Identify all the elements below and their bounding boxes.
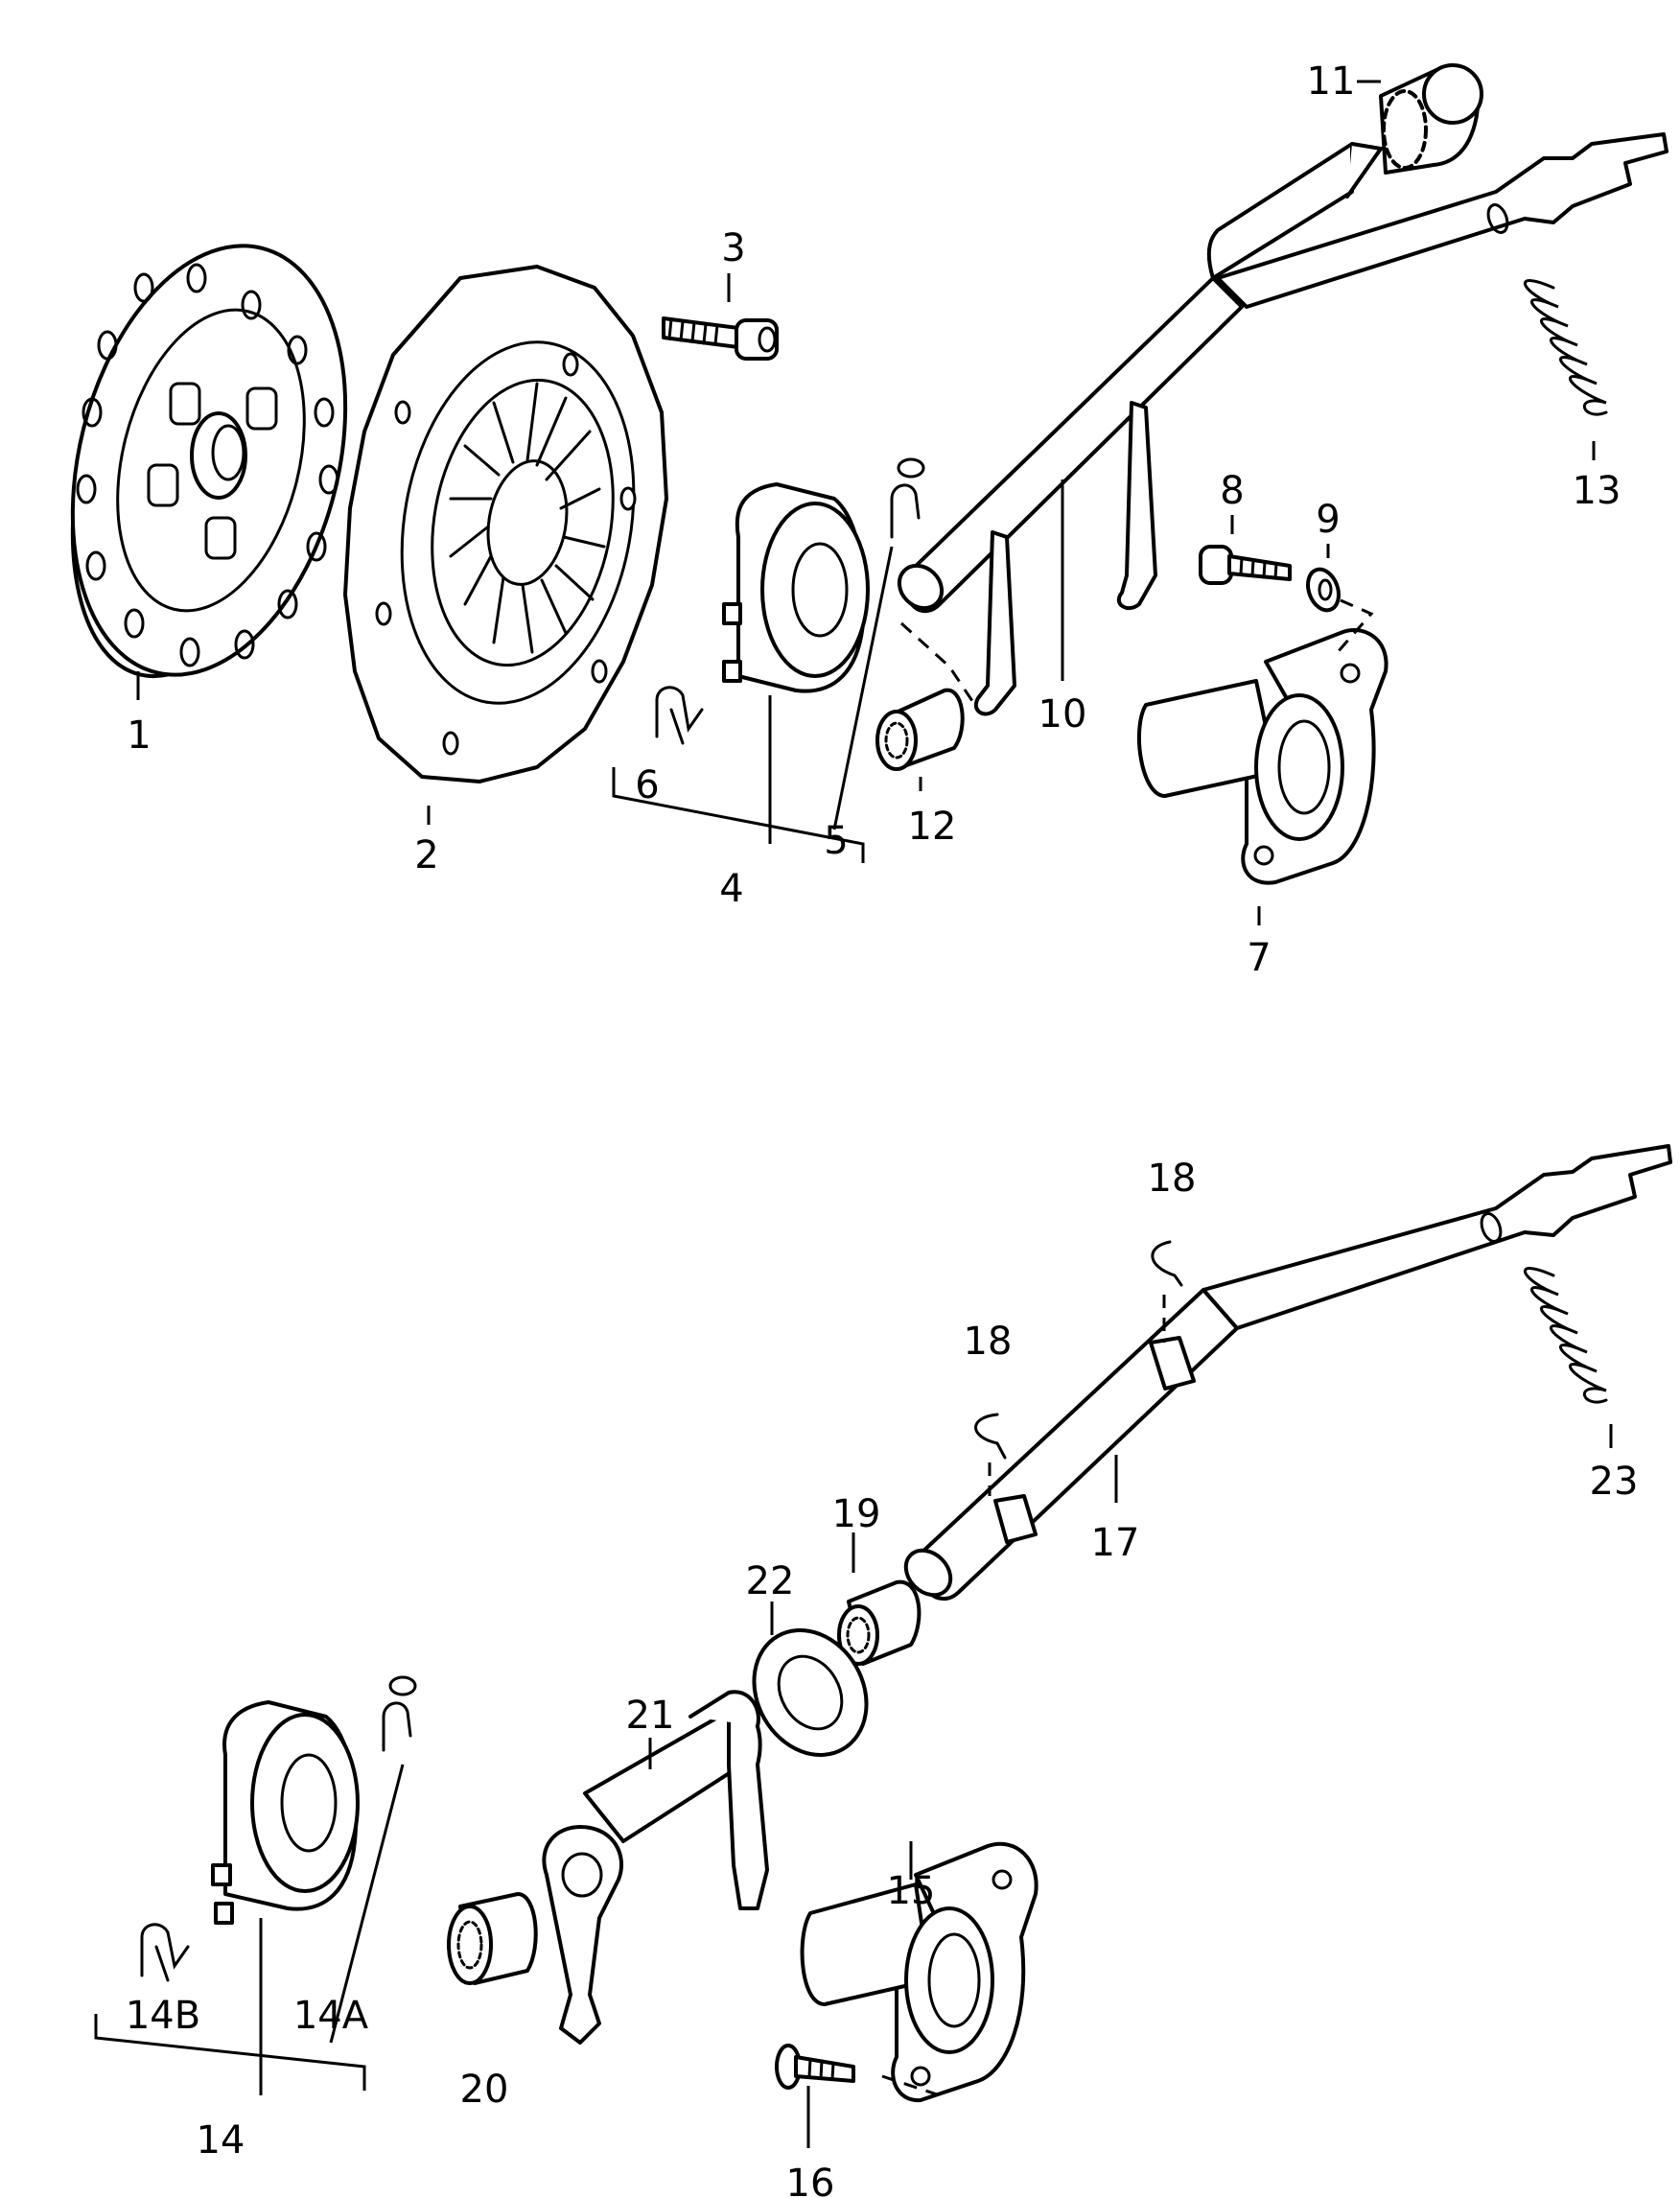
release-shaft-part: [897, 132, 1668, 716]
callout-8: 8: [1220, 469, 1244, 513]
callout-14: 14: [197, 2118, 245, 2163]
callout-labels-top: 1 2 3 4 5 6 7 8 9 10 11 12 13: [127, 59, 1621, 980]
bushing-part: [1357, 63, 1483, 175]
callout-10: 10: [1038, 692, 1087, 737]
clutch-disc-part: [70, 244, 348, 700]
bush-part: [837, 1532, 922, 1666]
callout-23: 23: [1590, 1460, 1639, 1504]
callout-19: 19: [832, 1492, 881, 1536]
pressure-plate-part: [343, 265, 668, 825]
release-bearing-part: [722, 482, 870, 844]
washer-part: [1306, 544, 1374, 653]
needle-bearing-part: [875, 688, 965, 791]
bolt-part-lower: [775, 2044, 941, 2148]
callout-2: 2: [414, 833, 438, 877]
callout-1: 1: [127, 713, 151, 758]
callout-9: 9: [1316, 498, 1340, 542]
guide-sleeve-lower-part: [800, 1841, 1038, 2103]
return-spring-lower-part: [1523, 1267, 1613, 1448]
callout-21: 21: [626, 1694, 675, 1738]
retaining-clip-part: [832, 457, 925, 830]
callout-20: 20: [460, 2068, 509, 2112]
pivot-bush-part: [447, 1892, 538, 1985]
callout-6: 6: [635, 763, 659, 807]
callout-4: 4: [719, 867, 743, 911]
group-bracket-4: [612, 767, 865, 863]
spring-clip-lower-part: [140, 1923, 190, 1982]
callout-11: 11: [1307, 59, 1356, 104]
callout-13: 13: [1573, 469, 1622, 513]
callout-17: 17: [1091, 1521, 1140, 1565]
callout-14a: 14A: [293, 1994, 369, 2038]
retaining-clip-lower-part: [329, 1675, 417, 2044]
callout-labels-bottom: 14 14A 14B 15 16 17 18 18 19 20 21 22 23: [126, 1157, 1639, 2198]
callout-18-lower: 18: [964, 1320, 1013, 1364]
return-spring-part: [1523, 279, 1608, 460]
release-fork-part: [542, 1690, 769, 2045]
release-bearing-lower-part: [211, 1700, 360, 2095]
circlip-part-lower: [974, 1413, 1007, 1496]
callout-12: 12: [908, 805, 957, 849]
seal-ring-part: [752, 1602, 869, 1757]
callout-22: 22: [746, 1559, 795, 1603]
callout-16: 16: [786, 2162, 835, 2198]
callout-3: 3: [721, 226, 745, 270]
callout-18-upper: 18: [1148, 1157, 1197, 1201]
callout-15: 15: [887, 1869, 936, 1913]
spring-clip-part: [655, 686, 704, 745]
bolt-part: [662, 273, 779, 361]
callout-5: 5: [824, 819, 848, 863]
circlip-part-upper: [1151, 1240, 1183, 1343]
bolt-part-small: [1199, 515, 1292, 585]
callout-7: 7: [1247, 936, 1271, 980]
release-shaft-lower-part: [903, 1144, 1672, 1602]
guide-sleeve-part: [1136, 627, 1388, 925]
group-bracket-14: [94, 2014, 366, 2091]
callout-14b: 14B: [126, 1994, 200, 2038]
